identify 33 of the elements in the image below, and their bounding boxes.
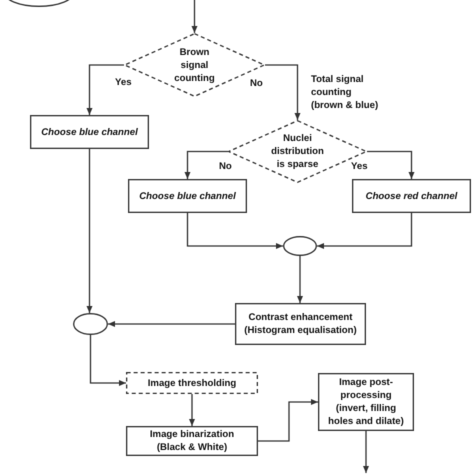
decision-text: Brown signal counting	[173, 46, 216, 84]
box-label: Image binarization (Black & White)	[148, 428, 236, 454]
process-box	[352, 179, 471, 213]
arrow	[367, 150, 414, 179]
arrow	[86, 64, 124, 115]
arrow	[108, 321, 235, 327]
arrow	[265, 64, 300, 120]
process-box	[318, 373, 414, 431]
process-box	[126, 426, 258, 456]
box-label: Image post-processing (invert, filling holes and dilate)	[327, 376, 405, 428]
box-label: Image thresholding	[148, 376, 236, 390]
arrow	[297, 256, 303, 303]
arrow	[363, 431, 369, 473]
process-box	[126, 372, 258, 394]
arrow	[189, 394, 195, 426]
decision-text: Nuclei distribution is sparse	[270, 132, 325, 171]
arrow	[90, 335, 126, 386]
box-label: Choose blue channel	[139, 190, 236, 202]
arrow	[258, 399, 318, 442]
arrow	[86, 149, 92, 313]
annotation-text: Total signal counting (brown & blue)	[310, 73, 380, 112]
connector-ellipse	[283, 236, 317, 256]
process-box	[128, 179, 247, 213]
box-label: Contrast enhancement (Histogram equalisation)	[243, 311, 358, 337]
process-box	[235, 303, 366, 345]
box-label: Choose blue channel	[41, 126, 138, 138]
box-label: Choose red channel	[366, 190, 458, 202]
arrow	[317, 213, 412, 249]
arrow	[186, 213, 283, 249]
connector-ellipse	[73, 313, 108, 335]
process-box	[30, 115, 149, 149]
arrow	[184, 150, 228, 179]
arrow	[192, 0, 198, 33]
